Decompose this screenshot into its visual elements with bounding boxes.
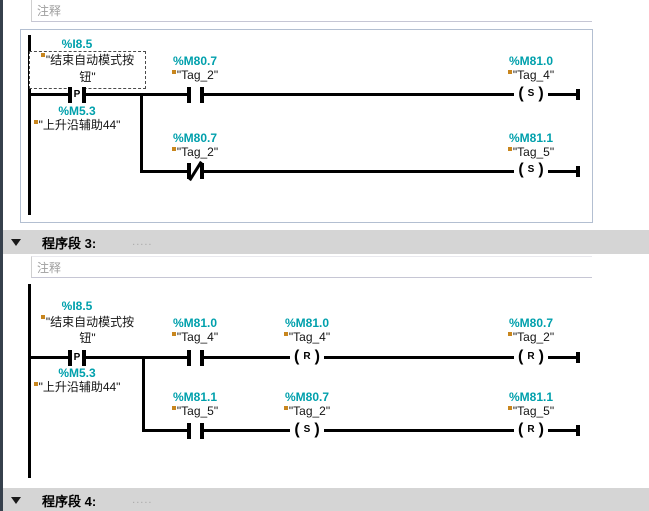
- rung-line: [28, 93, 580, 96]
- operand-address[interactable]: %I8.5: [61, 37, 93, 51]
- operand-name[interactable]: "Tag_2": [150, 146, 240, 160]
- tag-icon: [507, 406, 512, 410]
- tag-icon: [283, 332, 288, 336]
- operand-name-line2: 钮": [79, 70, 96, 84]
- tag-icon: [507, 70, 512, 74]
- rung-end-tick: [576, 425, 580, 436]
- operand-name[interactable]: "上升沿辅助44": [20, 119, 134, 133]
- operand-address[interactable]: %M80.7: [508, 316, 554, 330]
- reset-coil[interactable]: R: [514, 348, 548, 366]
- tag-icon: [507, 147, 512, 151]
- nc-contact[interactable]: [187, 160, 204, 182]
- operand-name[interactable]: "Tag_2": [486, 331, 576, 345]
- collapse-triangle-icon[interactable]: [11, 238, 21, 246]
- tag-icon: [171, 332, 176, 336]
- operand-name[interactable]: "Tag_4": [262, 331, 352, 345]
- network-title-placeholder[interactable]: .....: [132, 494, 153, 506]
- operand-address[interactable]: %M81.1: [508, 390, 554, 404]
- tag-icon: [507, 332, 512, 336]
- operand-name-line1: "结束自动模式按: [45, 53, 135, 67]
- operand-address[interactable]: %M81.0: [508, 54, 554, 68]
- tag-icon: [171, 406, 176, 410]
- contact-bar: [200, 163, 204, 179]
- contact-bar: [187, 350, 191, 366]
- no-contact[interactable]: [187, 423, 204, 439]
- operand-address[interactable]: %M81.0: [284, 316, 330, 330]
- tag-icon: [40, 315, 45, 319]
- contact-bar: [187, 87, 191, 103]
- network3-comment-field[interactable]: 注释: [31, 256, 592, 278]
- operand-name-selected[interactable]: "结束自动模式按 钮": [29, 51, 146, 89]
- network4-header[interactable]: 程序段 4: .....: [3, 488, 649, 511]
- operand-name[interactable]: "Tag_2": [262, 405, 352, 419]
- operand-name[interactable]: "Tag_5": [150, 405, 240, 419]
- tag-icon: [171, 70, 176, 74]
- contact-bar: [200, 423, 204, 439]
- no-contact[interactable]: [187, 87, 204, 103]
- power-rail: [28, 284, 31, 478]
- contact-bar: [187, 423, 191, 439]
- contact-bar: [82, 87, 86, 103]
- set-coil[interactable]: S: [514, 85, 548, 103]
- rung-end-tick: [576, 166, 580, 177]
- operand-address[interactable]: %M80.7: [172, 54, 218, 68]
- operand-name[interactable]: "Tag_4": [486, 69, 576, 83]
- branch-line: [142, 356, 145, 432]
- contact-bar: [68, 350, 72, 366]
- rung-end-tick: [576, 352, 580, 363]
- operand-address[interactable]: %M80.7: [284, 390, 330, 404]
- reset-coil[interactable]: R: [290, 348, 324, 366]
- operand-name[interactable]: "Tag_5": [486, 146, 576, 160]
- edge-symbol: P: [73, 352, 81, 363]
- contact-bar: [187, 163, 191, 179]
- operand-address[interactable]: %M5.3: [58, 104, 96, 118]
- contact-bar: [68, 87, 72, 103]
- set-coil[interactable]: S: [514, 161, 548, 179]
- contact-bar: [82, 350, 86, 366]
- power-rail: [28, 35, 31, 215]
- reset-coil[interactable]: R: [514, 421, 548, 439]
- rung-line: [140, 170, 580, 173]
- operand-address[interactable]: %I8.5: [61, 299, 93, 313]
- operand-name[interactable]: "结束自动模式按 钮": [29, 314, 146, 346]
- comment-placeholder: 注释: [37, 260, 62, 275]
- tag-icon: [283, 406, 288, 410]
- operand-address[interactable]: %M80.7: [172, 131, 218, 145]
- rung-end-tick: [576, 89, 580, 100]
- p-edge-contact[interactable]: P: [68, 350, 86, 366]
- operand-address[interactable]: %M81.1: [172, 390, 218, 404]
- operand-name[interactable]: "Tag_5": [486, 405, 576, 419]
- tag-icon: [171, 147, 176, 151]
- network-title-placeholder[interactable]: .....: [132, 236, 153, 248]
- rung-line: [142, 429, 580, 432]
- network-title: 程序段 3:: [42, 235, 97, 251]
- contact-bar: [200, 87, 204, 103]
- comment-placeholder: 注释: [37, 4, 62, 18]
- operand-name[interactable]: "Tag_4": [150, 331, 240, 345]
- panel-edge: [0, 0, 3, 511]
- set-coil[interactable]: S: [290, 421, 324, 439]
- operand-address[interactable]: %M81.1: [508, 131, 554, 145]
- network2-selection-frame: [20, 29, 593, 223]
- tag-icon: [40, 53, 45, 57]
- network-title: 程序段 4:: [42, 493, 97, 509]
- no-contact[interactable]: [187, 350, 204, 366]
- contact-bar: [200, 350, 204, 366]
- collapse-triangle-icon[interactable]: [11, 496, 21, 504]
- p-edge-contact[interactable]: P: [68, 87, 86, 103]
- operand-address[interactable]: %M81.0: [172, 316, 218, 330]
- tag-icon: [33, 382, 38, 386]
- operand-address[interactable]: %M5.3: [58, 366, 96, 380]
- edge-symbol: P: [73, 89, 81, 100]
- network2-comment-field[interactable]: 注释: [31, 0, 592, 22]
- operand-name[interactable]: "Tag_2": [150, 69, 240, 83]
- tag-icon: [33, 120, 38, 124]
- network3-header[interactable]: 程序段 3: .....: [3, 230, 649, 254]
- branch-line: [140, 93, 143, 173]
- operand-name[interactable]: "上升沿辅助44": [20, 381, 134, 395]
